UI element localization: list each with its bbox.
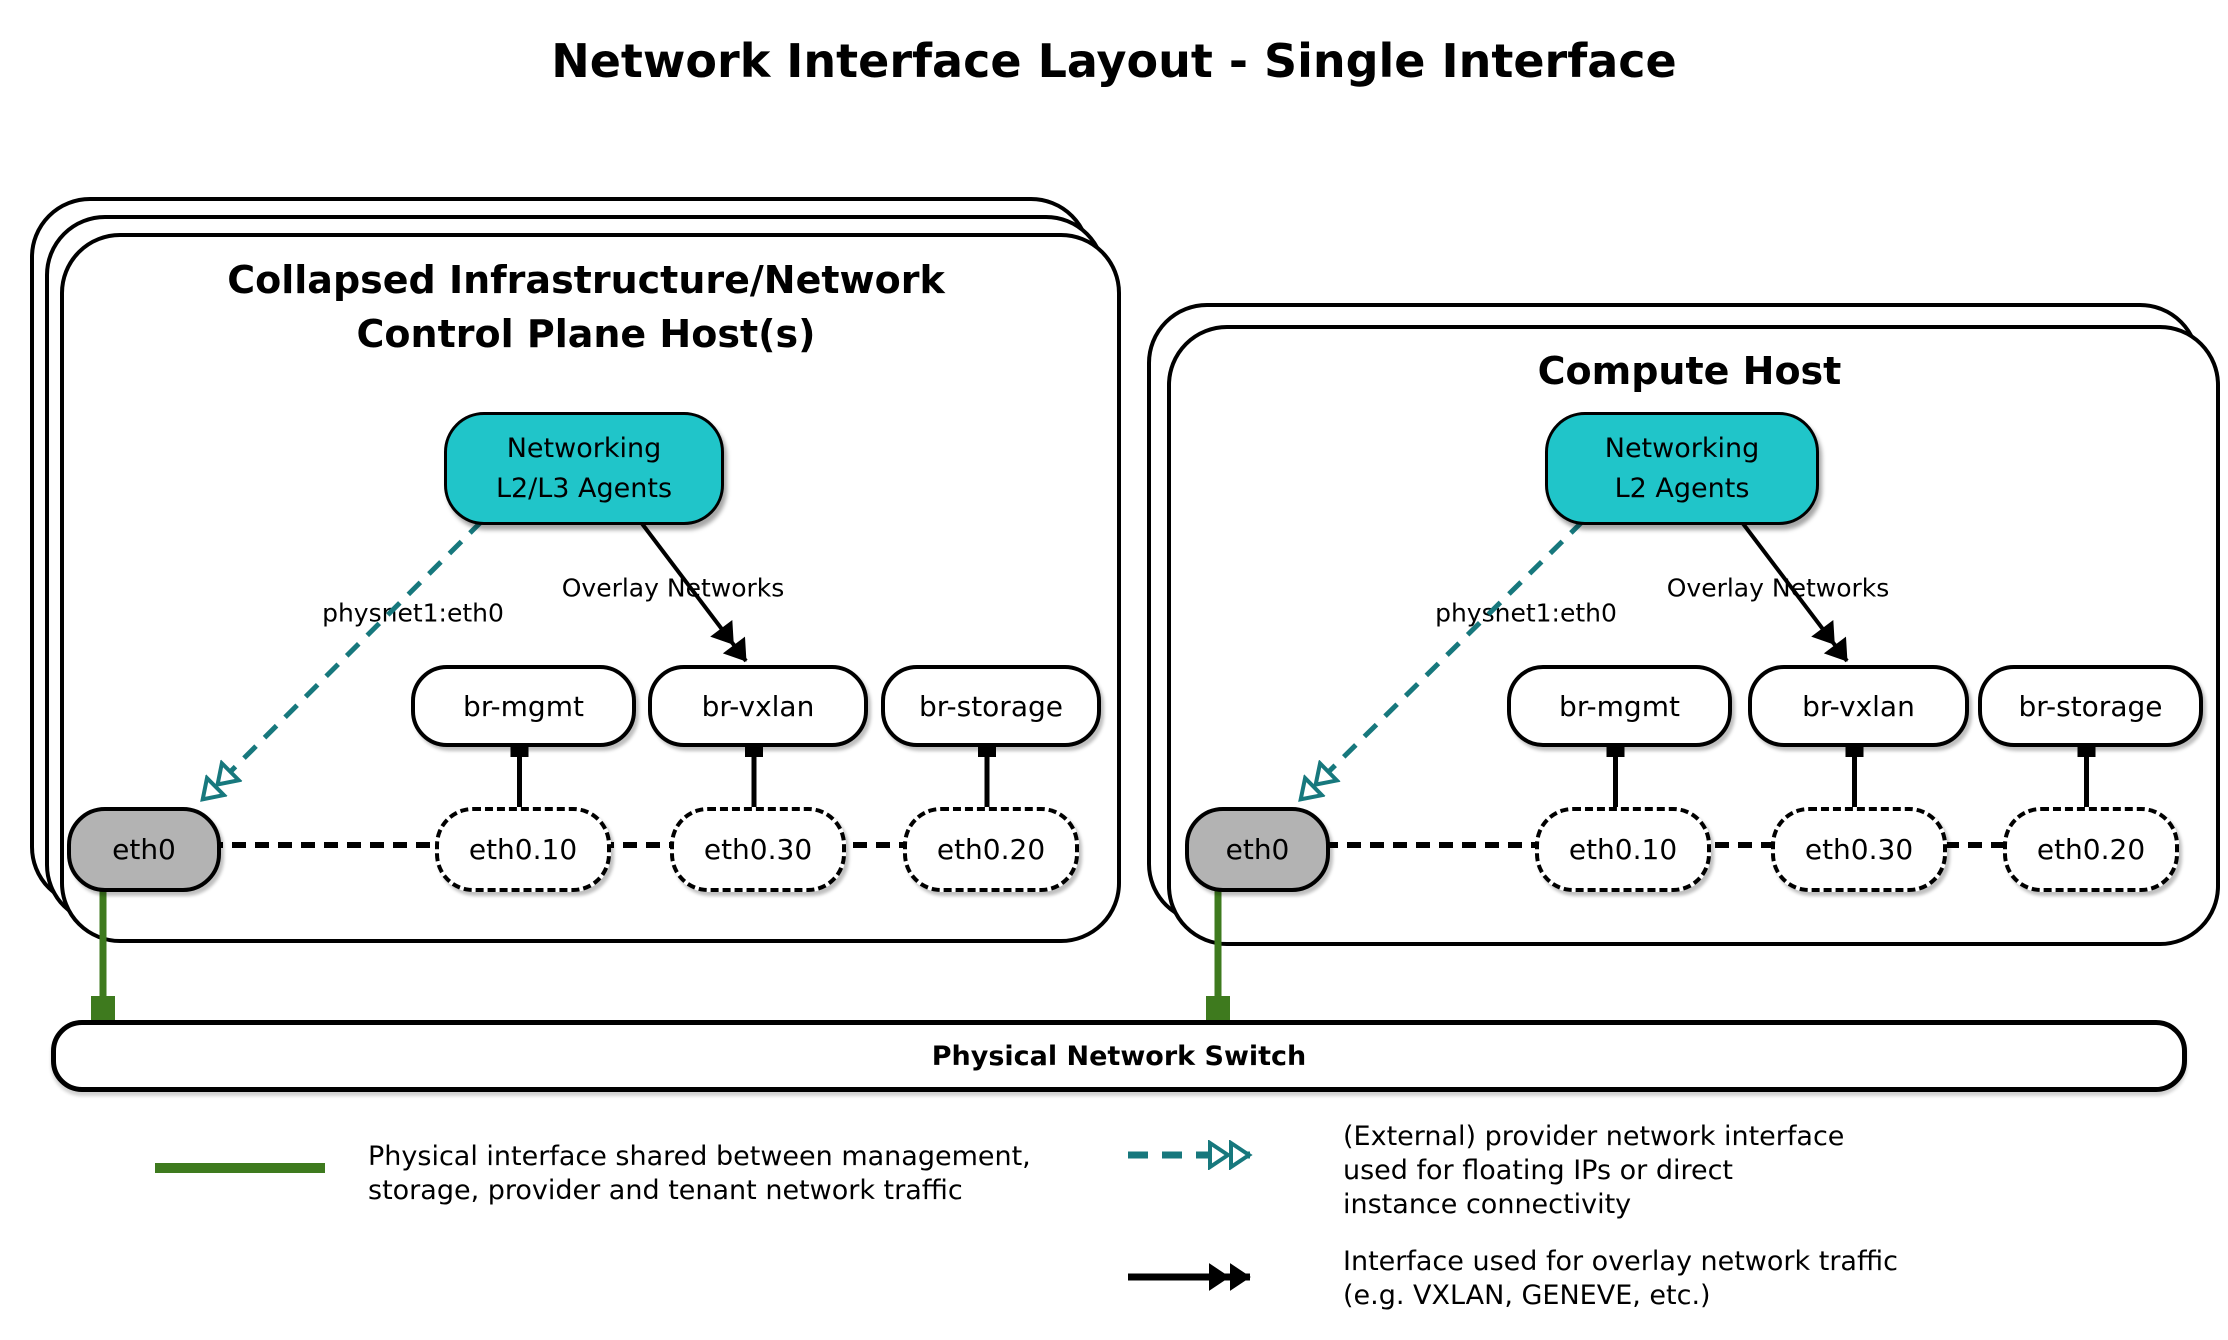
- compute-eth0-10-node: eth0.10: [1535, 807, 1711, 892]
- control-eth0-10-node: eth0.10: [435, 807, 611, 892]
- compute-provider-edge-label: physnet1:eth0: [1429, 598, 1623, 628]
- control-overlay-arrow: [638, 519, 748, 663]
- compute-host-title: Compute Host: [1537, 349, 1842, 393]
- compute-eth0-20-node: eth0.20: [2003, 807, 2179, 892]
- physical-network-switch-node: Physical Network Switch: [51, 1020, 2187, 1092]
- compute-br-storage-node: br-storage: [1978, 665, 2203, 747]
- compute-eth0-30-node: eth0.30: [1771, 807, 1947, 892]
- compute-br-mgmt-node: br-mgmt: [1507, 665, 1732, 747]
- control-physical-link: [91, 880, 115, 1023]
- compute-overlay-edge-label: Overlay Networks: [1660, 573, 1896, 603]
- legend-physical-text: Physical interface shared between manage…: [368, 1141, 1031, 1206]
- control-br-storage-node: br-storage: [881, 665, 1101, 747]
- control-eth0-node: eth0: [67, 807, 221, 892]
- control-eth0-30-node: eth0.30: [670, 807, 846, 892]
- control-provider-edge-label: physnet1:eth0: [316, 598, 510, 628]
- compute-overlay-arrow: [1739, 519, 1849, 663]
- compute-provider-arrow: [1300, 519, 1585, 800]
- control-provider-arrow: [202, 519, 484, 800]
- control-br-mgmt-node: br-mgmt: [411, 665, 636, 747]
- control-networking-agents-node: Networking L2/L3 Agents: [444, 412, 724, 525]
- compute-eth0-node: eth0: [1185, 807, 1330, 892]
- control-bridge-vlan-connectors: [510, 739, 996, 807]
- control-br-vxlan-node: br-vxlan: [648, 665, 868, 747]
- control-host-title: Collapsed Infrastructure/Network Control…: [227, 258, 945, 356]
- control-eth0-20-node: eth0.20: [903, 807, 1079, 892]
- compute-networking-agents-node: Networking L2 Agents: [1545, 412, 1819, 525]
- compute-br-vxlan-node: br-vxlan: [1748, 665, 1969, 747]
- legend-overlay-text: Interface used for overlay network traff…: [1343, 1246, 1898, 1311]
- legend-provider-text: (External) provider network interface us…: [1343, 1121, 1845, 1220]
- compute-physical-link: [1206, 880, 1230, 1023]
- page-title: Network Interface Layout - Single Interf…: [551, 34, 1677, 88]
- compute-bridge-vlan-connectors: [1606, 739, 2096, 807]
- control-overlay-edge-label: Overlay Networks: [555, 573, 791, 603]
